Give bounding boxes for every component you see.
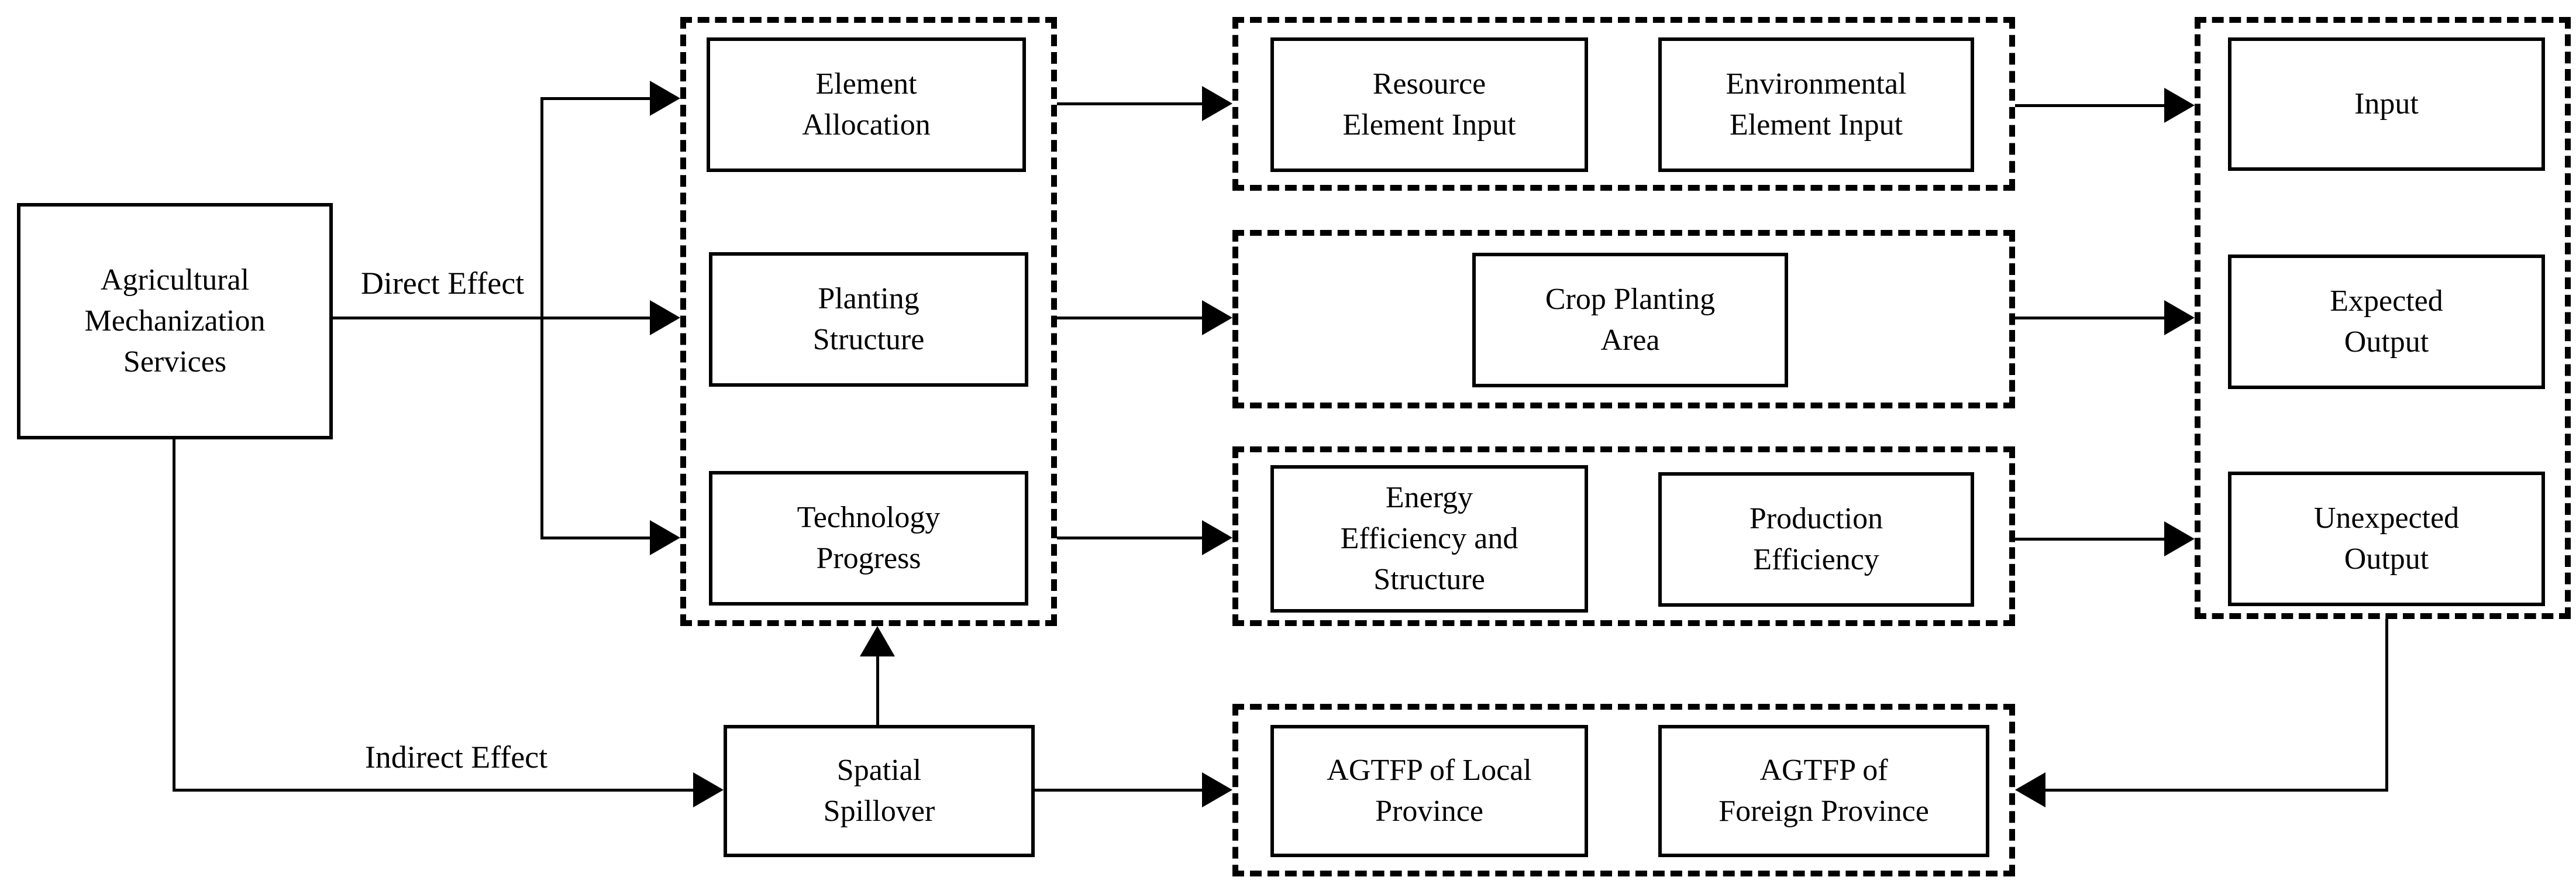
- agtfp-arrowhead: [1202, 772, 1232, 807]
- energy-efficiency-structure-label: Energy Efficiency and Structure: [1340, 481, 1518, 596]
- spatial-spillover-arrowhead: [693, 772, 724, 807]
- production-efficiency-box: Production Efficiency: [1658, 472, 1974, 607]
- unexpected-output-label: Unexpected Output: [2313, 501, 2460, 576]
- technology-progress-box: Technology Progress: [709, 471, 1028, 606]
- technology-progress-branch-line: [542, 537, 651, 539]
- efficiency-arrowhead: [1202, 520, 1232, 555]
- agtfp-foreign-label: AGTFP of Foreign Province: [1719, 754, 1929, 828]
- crop-planting-area-label: Crop Planting Area: [1545, 283, 1716, 357]
- environmental-element-input-box: Environmental Element Input: [1658, 37, 1974, 172]
- efficiency-container: [1232, 446, 2015, 626]
- agtfp-container: [1232, 704, 2015, 876]
- resource-element-input-label: Resource Element Input: [1342, 67, 1516, 142]
- ams-box: Agricultural Mechanization Services: [17, 203, 333, 439]
- spillover-up-arrowhead: [860, 626, 895, 656]
- element-input-container: [1232, 17, 2015, 191]
- element-allocation-box: Element Allocation: [707, 37, 1026, 172]
- row2-connector-line: [1057, 317, 1203, 319]
- row1-output-line: [2015, 104, 2165, 107]
- planting-area-arrowhead: [1202, 300, 1232, 335]
- production-efficiency-label: Production Efficiency: [1749, 502, 1883, 576]
- spatial-spillover-box: Spatial Spillover: [724, 725, 1035, 857]
- row3-connector-line: [1057, 537, 1203, 539]
- resource-element-input-box: Resource Element Input: [1270, 37, 1588, 172]
- mechanism-container: [680, 17, 1057, 626]
- technology-progress-arrowhead: [650, 520, 680, 555]
- indirect-effect-label: Indirect Effect: [364, 740, 548, 775]
- row2-output-line: [2015, 317, 2165, 319]
- spillover-up-line: [876, 654, 879, 725]
- unexpected-output-arrowhead: [2164, 521, 2195, 556]
- expected-output-box: Expected Output: [2228, 255, 2545, 389]
- expected-output-arrowhead: [2164, 300, 2195, 335]
- output-container: [2195, 17, 2571, 619]
- direct-effect-label: Direct Effect: [360, 266, 525, 301]
- indirect-vertical-line: [173, 439, 175, 792]
- energy-efficiency-structure-box: Energy Efficiency and Structure: [1270, 465, 1588, 613]
- indirect-horizontal-line: [174, 789, 694, 792]
- environmental-element-input-label: Environmental Element Input: [1726, 67, 1907, 142]
- agtfp-local-box: AGTFP of Local Province: [1270, 725, 1588, 857]
- crop-planting-area-box: Crop Planting Area: [1472, 253, 1788, 387]
- technology-progress-label: Technology Progress: [797, 501, 941, 575]
- unexpected-output-box: Unexpected Output: [2228, 472, 2545, 606]
- row1-connector-line: [1057, 102, 1203, 105]
- input-box: Input: [2228, 37, 2545, 171]
- direct-effect-line: [333, 317, 651, 319]
- planting-area-container: [1232, 230, 2015, 408]
- element-input-arrowhead: [1202, 86, 1232, 121]
- agtfp-local-label: AGTFP of Local Province: [1327, 754, 1532, 828]
- planting-structure-arrowhead: [650, 300, 680, 335]
- input-label: Input: [2354, 87, 2419, 121]
- element-allocation-branch-line: [542, 97, 651, 100]
- expected-output-label: Expected Output: [2330, 284, 2443, 359]
- input-arrowhead: [2164, 88, 2195, 123]
- feedback-arrowhead: [2015, 772, 2045, 807]
- feedback-vertical-line: [2385, 619, 2388, 792]
- planting-structure-label: Planting Structure: [812, 282, 925, 356]
- planting-structure-box: Planting Structure: [709, 252, 1028, 387]
- branch-vertical-line: [540, 97, 543, 539]
- element-allocation-label: Element Allocation: [802, 67, 931, 142]
- spillover-right-line: [1035, 789, 1203, 792]
- spatial-spillover-label: Spatial Spillover: [823, 754, 935, 828]
- feedback-horizontal-line: [2045, 789, 2386, 792]
- element-allocation-arrowhead: [650, 81, 680, 116]
- agtfp-foreign-box: AGTFP of Foreign Province: [1658, 725, 1989, 857]
- ams-label: Agricultural Mechanization Services: [84, 263, 266, 379]
- row3-output-line: [2015, 538, 2165, 541]
